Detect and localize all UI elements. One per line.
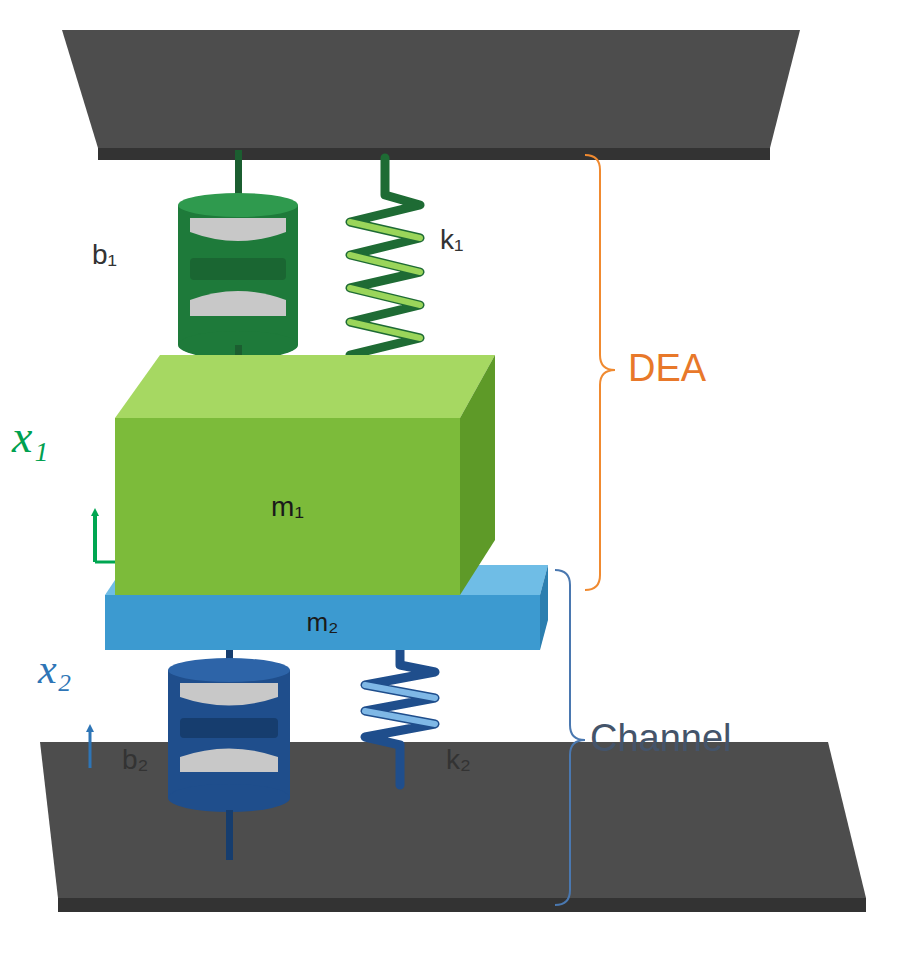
spring-label: k₂: [446, 745, 471, 776]
damper-symbol: [168, 648, 290, 860]
spring-label: k₁: [440, 225, 463, 256]
bottom-plate: [40, 742, 866, 912]
displacement-label: x₂: [38, 646, 71, 692]
spring-symbol: [365, 650, 435, 785]
top-plate: [62, 30, 800, 160]
mass-label: m₁: [271, 491, 304, 523]
group-label: Channel: [590, 718, 732, 760]
damper-label: b₂: [122, 745, 148, 776]
displacement-label: x₁: [12, 412, 48, 463]
displacement-arrow: [90, 728, 91, 768]
brace-bracket: [555, 570, 585, 905]
mass-label: m₂: [307, 607, 339, 638]
group-label: DEA: [628, 348, 706, 390]
damper-label: b₁: [92, 240, 117, 271]
mass-block-faces: [115, 355, 495, 595]
brace-bracket: [585, 155, 615, 590]
mass-block: m₁: [115, 418, 460, 595]
mass-plate: m₂: [105, 595, 540, 650]
